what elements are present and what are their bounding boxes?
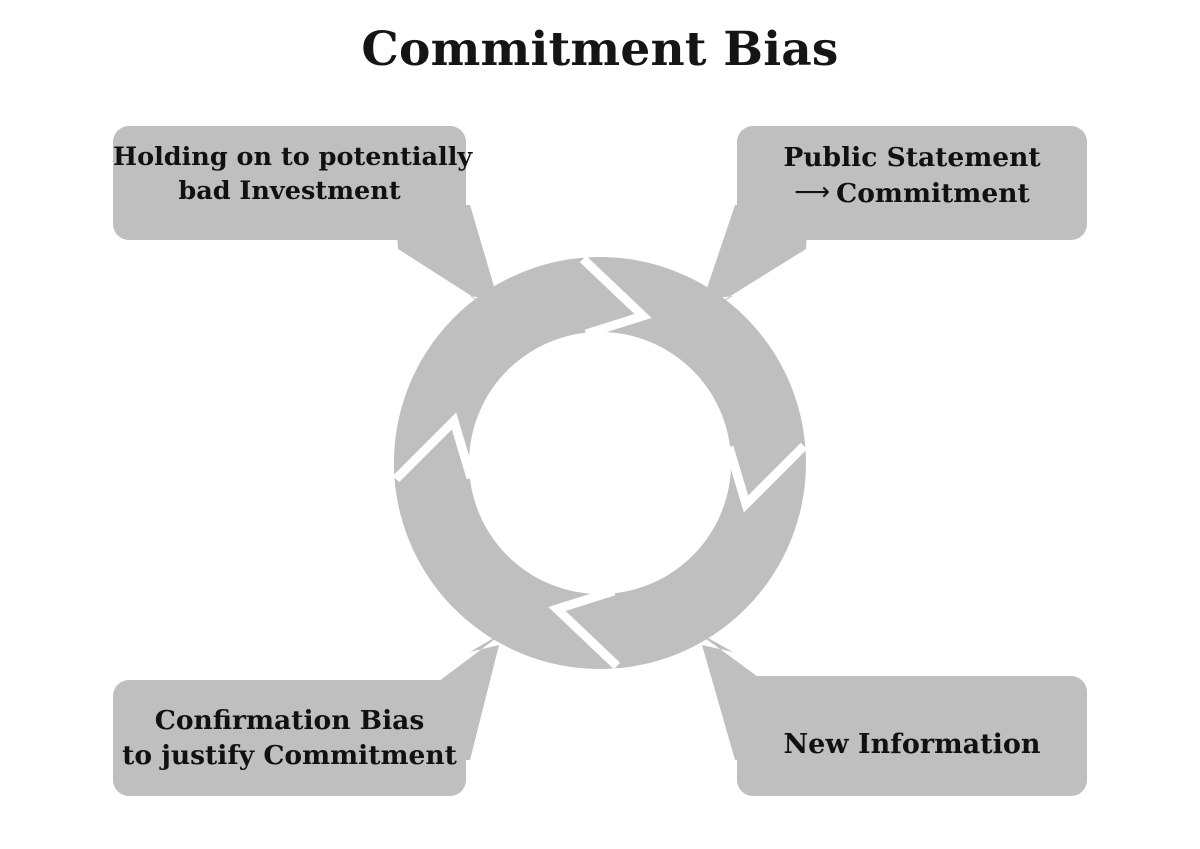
callout-box-new-information[interactable] (737, 676, 1087, 796)
callout-box-confirmation-bias[interactable] (113, 680, 466, 796)
ring-chevron-left-icon (392, 412, 476, 483)
ring-chevron-right-icon (724, 442, 808, 513)
callout-box-public-statement[interactable] (737, 126, 1087, 240)
ring-chevron-bottom-icon (548, 586, 621, 670)
cycle-ring (392, 255, 808, 670)
ring-chevron-top-icon (579, 255, 652, 339)
page-title: Commitment Bias (361, 22, 839, 77)
callout-boxes (113, 126, 1087, 796)
ring-band (393, 257, 806, 669)
callout-box-holding-on[interactable] (113, 126, 466, 240)
